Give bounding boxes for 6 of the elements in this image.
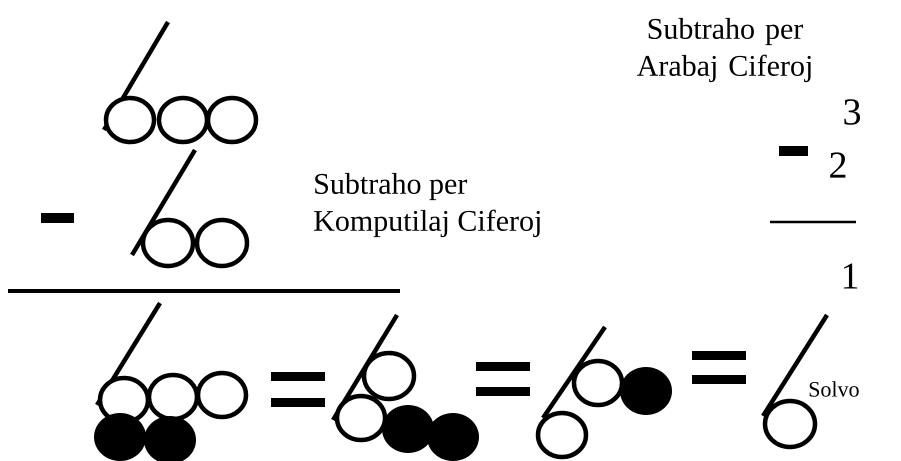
text-label: 2 — [830, 152, 846, 178]
text-label: Solvo — [810, 381, 859, 397]
text-label: Subtraho per Arabaj Ciferoj — [637, 18, 811, 82]
text-label: 3 — [844, 99, 860, 125]
text-label: 1 — [844, 263, 858, 289]
text-label: Subtraho per Komputilaj Ciferoj — [314, 172, 540, 238]
